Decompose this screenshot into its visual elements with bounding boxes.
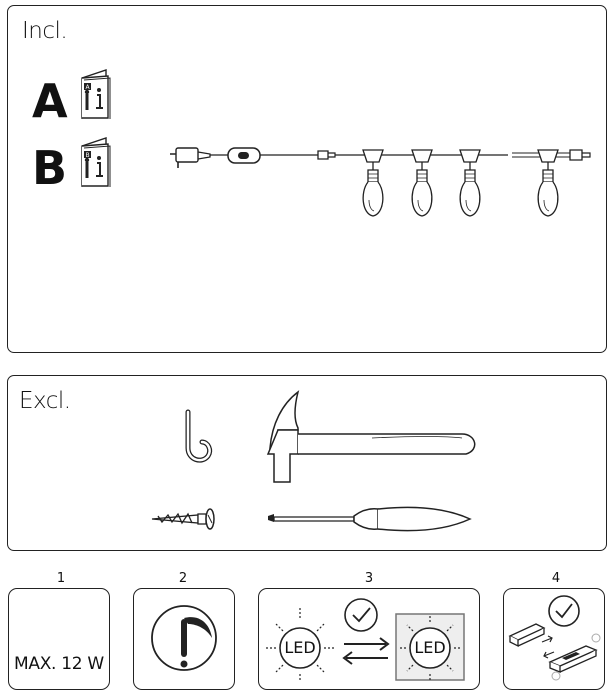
- svg-text:A: A: [86, 84, 91, 91]
- excluded-title: Excl.: [19, 388, 71, 414]
- step-2-box: [133, 588, 235, 690]
- led-swap-illustration: [266, 608, 465, 682]
- connector-swap-illustration: [508, 623, 601, 681]
- svg-text:B: B: [86, 152, 90, 159]
- check-icon: [344, 598, 378, 632]
- hammer-icon: [266, 390, 476, 483]
- manual-book-icon: A: [81, 69, 111, 119]
- caution-icon: [151, 605, 217, 671]
- step-number-4: 4: [551, 571, 561, 586]
- step-number-2: 2: [178, 571, 188, 586]
- step-4-box: [503, 588, 605, 690]
- led-label-left: LED: [284, 638, 316, 657]
- included-title: Incl.: [22, 18, 68, 44]
- included-panel: [7, 5, 607, 353]
- step-number-1: 1: [56, 571, 66, 586]
- max-wattage-label: MAX. 12 W: [14, 654, 104, 674]
- excluded-panel: [7, 375, 607, 551]
- string-light-icon: [170, 147, 591, 217]
- screwdriver-icon: [268, 506, 472, 532]
- screw-icon: [151, 508, 215, 530]
- check-icon: [548, 595, 580, 627]
- hook-icon: [185, 409, 213, 463]
- item-letter-b: B: [32, 141, 68, 195]
- item-letter-a: A: [32, 74, 68, 128]
- manual-book-icon: B: [81, 137, 111, 187]
- step-number-3: 3: [364, 571, 374, 586]
- step-3-box: [258, 588, 480, 690]
- step-1-box: [8, 588, 110, 690]
- led-label-right: LED: [414, 638, 446, 657]
